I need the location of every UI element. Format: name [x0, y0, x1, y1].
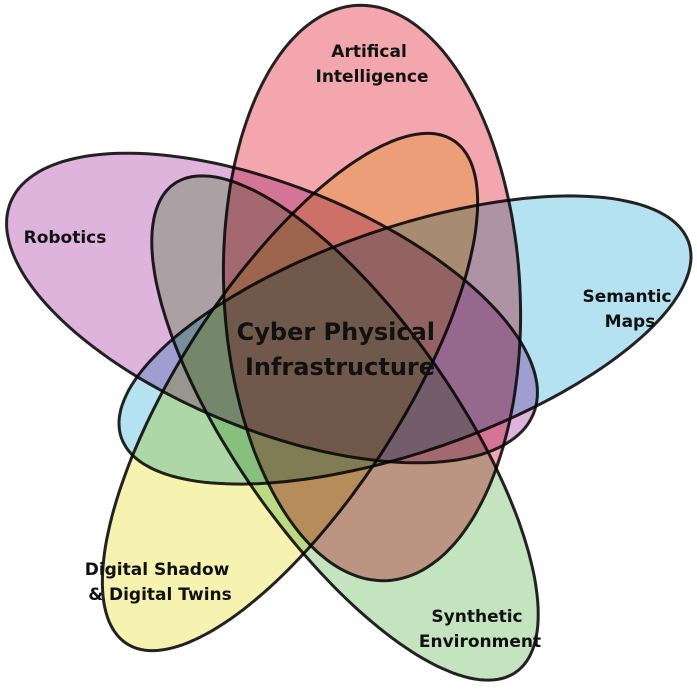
label-ai: Artifical Intelligence: [316, 42, 429, 87]
label-synthetic: Synthetic Environment: [419, 607, 541, 652]
center-title: Cyber Physical Infrastructure: [237, 318, 444, 381]
label-semantic: Semantic Maps: [582, 287, 677, 332]
label-shadow: Digital Shadow & Digital Twins: [85, 560, 236, 605]
label-robotics: Robotics: [24, 228, 107, 248]
ellipse-synthetic: [150, 174, 540, 682]
